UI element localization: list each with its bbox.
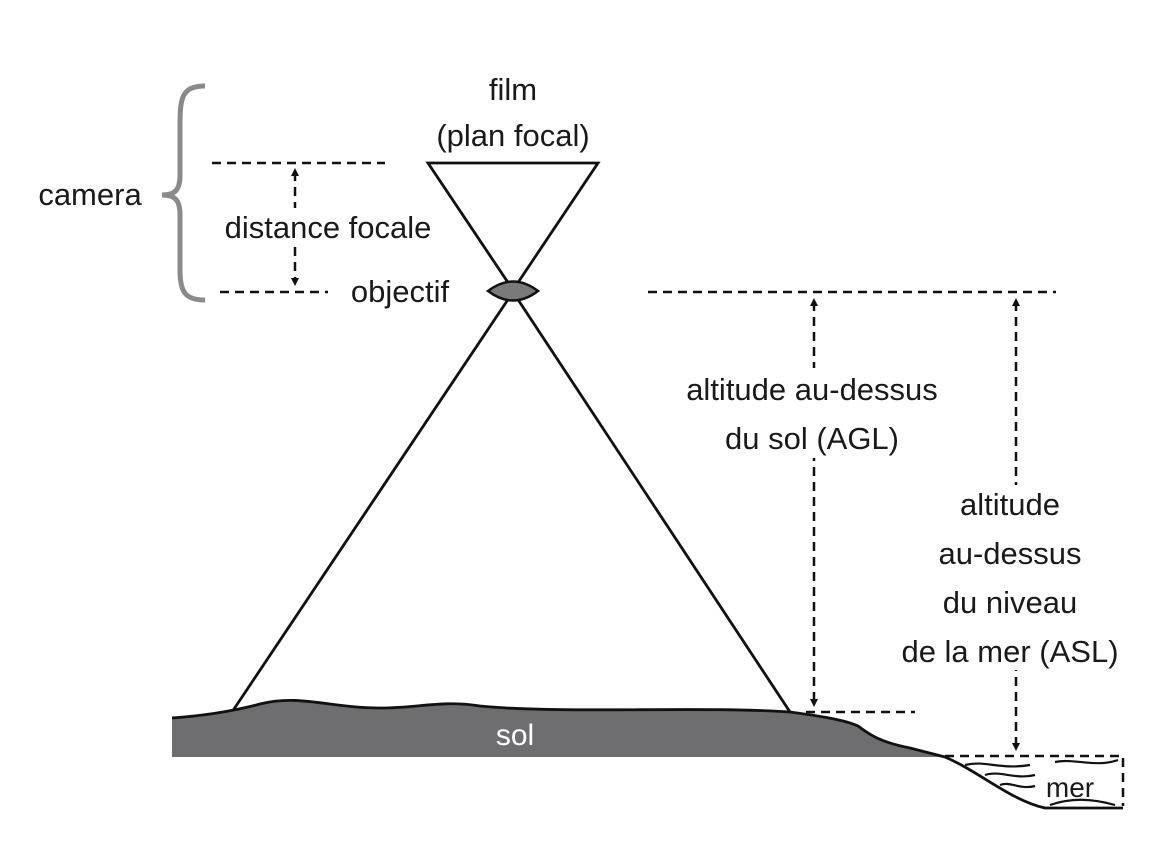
- asl-label-line2: au-dessus: [938, 536, 1081, 571]
- agl-label-line2: du sol (AGL): [725, 421, 899, 456]
- agl-label-line1: altitude au-dessus: [686, 372, 938, 407]
- asl-label-line4: de la mer (ASL): [901, 634, 1118, 669]
- focal-distance-label: distance focale: [225, 210, 432, 245]
- terrain-outline: [171, 699, 1123, 810]
- focal-plane-label: (plan focal): [436, 118, 589, 153]
- asl-label-line1: altitude: [960, 487, 1060, 522]
- film-label: film: [489, 72, 537, 107]
- camera-brace: [161, 83, 206, 303]
- sea-waves-icon: [964, 758, 1119, 807]
- sea-label: mer: [1046, 772, 1094, 803]
- lens-icon: [485, 280, 541, 302]
- camera-label: camera: [38, 177, 142, 212]
- ground-label: sol: [496, 719, 534, 752]
- field-of-view-lines: [230, 291, 792, 713]
- film-cone: [425, 161, 601, 293]
- asl-label-line3: du niveau: [943, 585, 1077, 620]
- ground-shape: [172, 700, 945, 757]
- lens-label: objectif: [351, 274, 450, 309]
